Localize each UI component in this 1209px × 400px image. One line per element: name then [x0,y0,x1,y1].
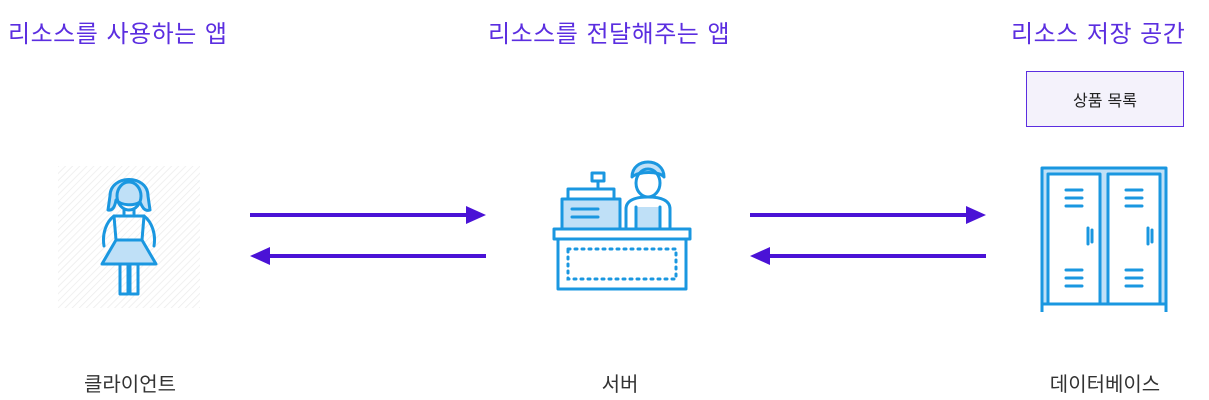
storage-title: 리소스 저장 공간 [1011,20,1186,48]
server-label: 서버 [601,372,639,396]
product-list-box: 상품 목록 [1026,71,1184,127]
woman-icon [58,166,200,308]
server-app-title: 리소스를 전달해주는 앱 [488,20,731,48]
client-label: 클라이언트 [84,372,176,396]
product-list-label: 상품 목록 [1073,91,1137,110]
locker-icon [1040,166,1168,312]
database-label: 데이터베이스 [1049,372,1161,396]
client-app-title: 리소스를 사용하는 앱 [8,20,228,48]
cashier-icon [552,155,692,295]
